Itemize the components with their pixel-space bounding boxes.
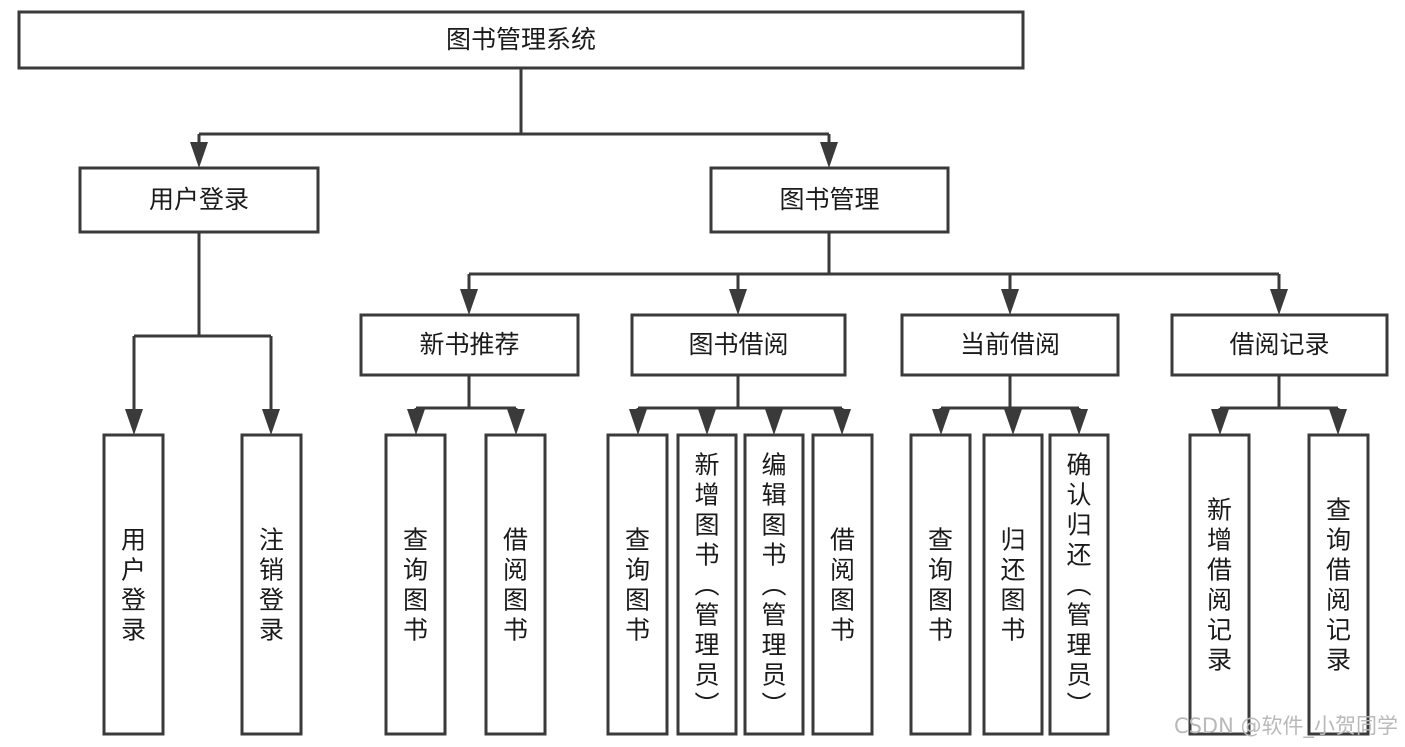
- node-label: 用户登录: [149, 185, 249, 214]
- arrow-head-icon: [765, 409, 783, 435]
- node-borrow-book[interactable]: 借阅图书: [811, 433, 874, 736]
- node-box: [743, 433, 805, 736]
- node-label: 查询借阅记录: [1326, 496, 1351, 675]
- node-book-borrow[interactable]: 图书借阅: [630, 313, 847, 377]
- arrow-head-icon: [629, 409, 647, 435]
- node-box: [384, 433, 447, 736]
- node-query-book[interactable]: 查询图书: [606, 433, 669, 736]
- node-box: [1188, 433, 1251, 736]
- node-label: 借阅图书: [503, 526, 528, 645]
- node-box: [1307, 433, 1370, 736]
- node-user-login[interactable]: 用户登录: [102, 433, 165, 736]
- node-confirm-return-admin[interactable]: 确认归还︵管理员︶: [1048, 433, 1110, 736]
- node-box: [900, 313, 1120, 377]
- node-box: [102, 433, 165, 736]
- node-user-login[interactable]: 用户登录: [78, 166, 320, 234]
- arrow-head-icon: [1004, 409, 1022, 435]
- arrow-head-icon: [1270, 289, 1288, 315]
- arrow-head-icon: [407, 409, 425, 435]
- node-borrow-record[interactable]: 借阅记录: [1170, 313, 1389, 377]
- node-box: [606, 433, 669, 736]
- arrow-head-icon: [1001, 289, 1019, 315]
- node-box: [1048, 433, 1110, 736]
- node-query-book[interactable]: 查询图书: [909, 433, 972, 736]
- node-label: 注销登录: [259, 526, 284, 645]
- node-label: 确认归还︵管理员︶: [1066, 451, 1091, 720]
- node-label: 当前借阅: [960, 330, 1060, 359]
- node-label: 图书管理系统: [446, 25, 596, 54]
- node-label: 查询图书: [403, 526, 428, 645]
- node-box: [1170, 313, 1389, 377]
- node-label: 用户登录: [121, 526, 146, 645]
- node-label: 借阅图书: [830, 526, 855, 645]
- node-label: 图书管理: [779, 185, 879, 214]
- node-layer: 图书管理系统用户登录图书管理新书推荐图书借阅当前借阅借阅记录用户登录注销登录查询…: [17, 10, 1389, 736]
- arrow-head-icon: [190, 142, 208, 168]
- node-label: 图书借阅: [688, 330, 788, 359]
- node-label: 新增借阅记录: [1207, 496, 1232, 675]
- node-edit-book-admin[interactable]: 编辑图书︵管理员︶: [743, 433, 805, 736]
- node-box: [630, 313, 847, 377]
- node-box: [811, 433, 874, 736]
- node-borrow-book[interactable]: 借阅图书: [484, 433, 547, 736]
- node-return-book[interactable]: 归还图书: [982, 433, 1044, 736]
- node-label: 借阅记录: [1229, 330, 1329, 359]
- arrow-head-icon: [698, 409, 716, 435]
- node-logout[interactable]: 注销登录: [240, 433, 303, 736]
- arrow-head-icon: [125, 409, 143, 435]
- node-label: 新增图书︵管理员︶: [694, 451, 719, 720]
- node-box: [359, 313, 580, 377]
- node-box: [709, 166, 950, 234]
- arrow-head-icon: [460, 289, 478, 315]
- arrow-head-icon: [833, 409, 851, 435]
- arrow-head-icon: [1329, 409, 1347, 435]
- node-add-borrow-record[interactable]: 新增借阅记录: [1188, 433, 1251, 736]
- node-label: 新书推荐: [419, 330, 519, 359]
- node-label: 查询图书: [625, 526, 650, 645]
- node-box: [982, 433, 1044, 736]
- arrow-head-icon: [820, 142, 838, 168]
- node-new-book-recommend[interactable]: 新书推荐: [359, 313, 580, 377]
- node-label: 归还图书: [1000, 526, 1025, 645]
- node-box: [676, 433, 738, 736]
- arrow-head-icon: [1070, 409, 1088, 435]
- node-box: [909, 433, 972, 736]
- node-query-book[interactable]: 查询图书: [384, 433, 447, 736]
- node-box: [78, 166, 320, 234]
- arrow-head-icon: [729, 289, 747, 315]
- arrow-head-icon: [507, 409, 525, 435]
- arrow-head-icon: [932, 409, 950, 435]
- node-book-management[interactable]: 图书管理: [709, 166, 950, 234]
- node-query-borrow-record[interactable]: 查询借阅记录: [1307, 433, 1370, 736]
- connector-layer: [125, 68, 1347, 435]
- node-add-book-admin[interactable]: 新增图书︵管理员︶: [676, 433, 738, 736]
- node-label: 编辑图书︵管理员︶: [761, 451, 786, 720]
- arrow-head-icon: [262, 409, 280, 435]
- node-label: 查询图书: [928, 526, 953, 645]
- arrow-head-icon: [1211, 409, 1229, 435]
- node-box: [240, 433, 303, 736]
- node-box: [17, 10, 1025, 70]
- csdn-watermark: CSDN @软件_小贺同学: [1174, 714, 1398, 739]
- node-current-borrow[interactable]: 当前借阅: [900, 313, 1120, 377]
- node-library-management-system[interactable]: 图书管理系统: [17, 10, 1025, 70]
- node-box: [484, 433, 547, 736]
